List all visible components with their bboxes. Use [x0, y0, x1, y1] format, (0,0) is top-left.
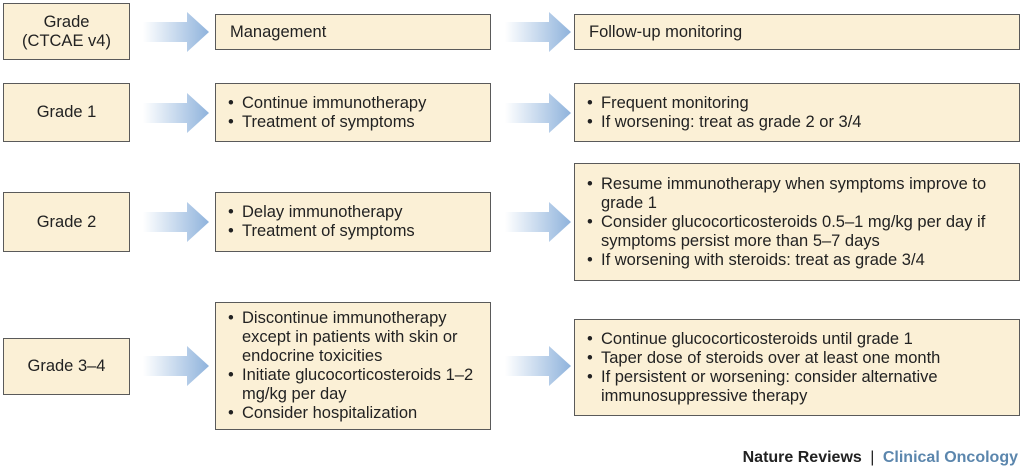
- arrow-icon: [505, 12, 571, 52]
- list-item: Discontinue immunotherapy except in pati…: [228, 309, 482, 366]
- grade-3-4-box: Grade 3–4: [3, 338, 130, 395]
- grade-2-management-box: Delay immunotherapy Treatment of symptom…: [215, 192, 491, 252]
- followup-header: Follow-up monitoring: [589, 22, 743, 41]
- list-item: If worsening: treat as grade 2 or 3/4: [587, 113, 1011, 132]
- list-item: Treatment of symptoms: [228, 113, 482, 132]
- grade-2-label: Grade 2: [36, 212, 97, 231]
- list-item: Continue immunotherapy: [228, 94, 482, 113]
- arrow-icon: [505, 202, 571, 242]
- arrow-icon: [505, 93, 571, 133]
- list-item: Consider hospitalization: [228, 404, 482, 423]
- list-item: Initiate glucocorticosteroids 1–2 mg/kg …: [228, 366, 482, 404]
- grade-2-followup-box: Resume immunotherapy when symptoms impro…: [574, 163, 1020, 281]
- grade-1-followup-box: Frequent monitoring If worsening: treat …: [574, 83, 1020, 142]
- grade-1-box: Grade 1: [3, 83, 130, 142]
- grade-3-4-label: Grade 3–4: [27, 357, 106, 375]
- journal-section: Clinical Oncology: [882, 449, 1018, 466]
- grade-header-line-2: (CTCAE v4): [22, 31, 111, 50]
- arrow-icon: [143, 12, 209, 52]
- list-item: Continue glucocorticosteroids until grad…: [587, 330, 1011, 349]
- list-item: Delay immunotherapy: [228, 203, 482, 222]
- list-item: Taper dose of steroids over at least one…: [587, 349, 1011, 368]
- grade-1-management-box: Continue immunotherapy Treatment of symp…: [215, 83, 491, 142]
- journal-credit: Nature Reviews | Clinical Oncology: [743, 449, 1018, 467]
- grade-header-box: Grade (CTCAE v4): [3, 3, 130, 60]
- credit-separator: |: [870, 449, 875, 466]
- list-item: Resume immunotherapy when symptoms impro…: [587, 175, 1011, 213]
- management-header-box: Management: [215, 14, 491, 50]
- management-header: Management: [230, 22, 327, 41]
- grade-2-box: Grade 2: [3, 192, 130, 252]
- grade-3-4-management-box: Discontinue immunotherapy except in pati…: [215, 302, 491, 430]
- list-item: If persistent or worsening: consider alt…: [587, 368, 1011, 406]
- grade-1-label: Grade 1: [36, 103, 97, 121]
- arrow-icon: [143, 202, 209, 242]
- list-item: Consider glucocorticosteroids 0.5–1 mg/k…: [587, 213, 1011, 251]
- list-item: Frequent monitoring: [587, 94, 1011, 113]
- followup-header-box: Follow-up monitoring: [574, 14, 1020, 50]
- arrow-icon: [505, 346, 571, 386]
- arrow-icon: [143, 93, 209, 133]
- journal-name: Nature Reviews: [742, 449, 862, 466]
- grade-header-line-1: Grade: [43, 12, 90, 31]
- arrow-icon: [143, 346, 209, 386]
- list-item: Treatment of symptoms: [228, 222, 482, 241]
- grade-3-4-followup-box: Continue glucocorticosteroids until grad…: [574, 319, 1020, 416]
- list-item: If worsening with steroids: treat as gra…: [587, 251, 1011, 270]
